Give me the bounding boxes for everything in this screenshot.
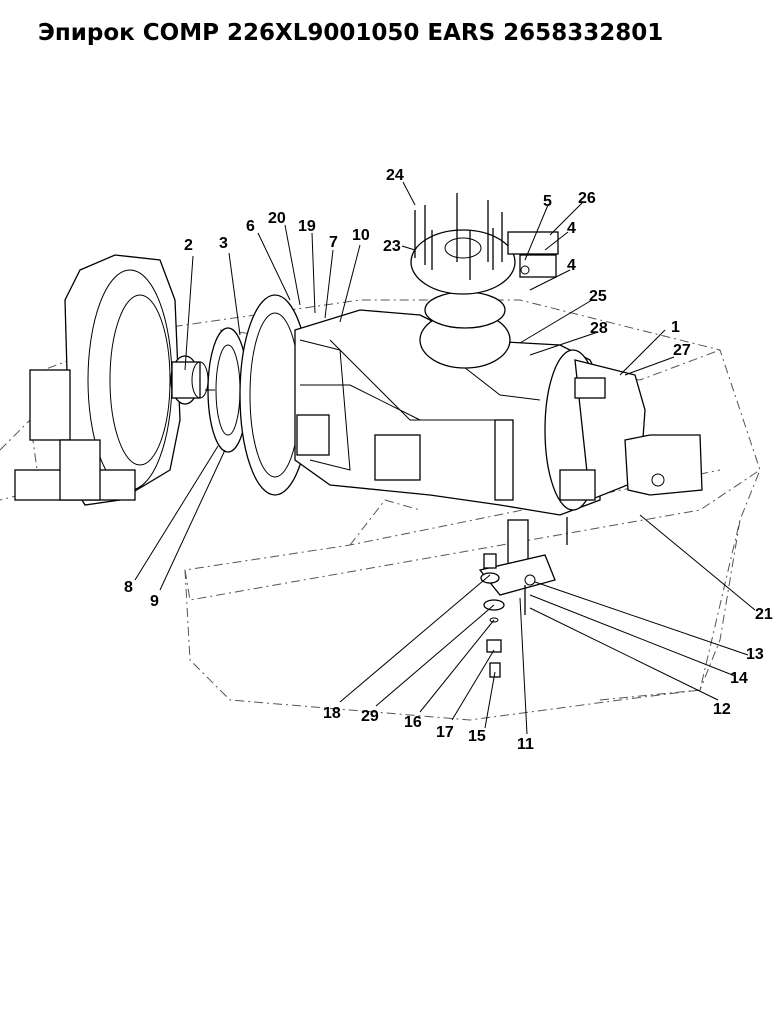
leader-lines (134, 181, 756, 735)
callout-6: 6 (246, 218, 255, 235)
outlet-flange (410, 193, 516, 369)
page-title: Эпирок COMP 226XL9001050 EARS 2658332801 (38, 20, 664, 46)
compressor-body (294, 309, 601, 576)
callout-15: 15 (468, 728, 486, 745)
callout-23: 23 (383, 238, 401, 255)
callout-16: 16 (404, 714, 422, 731)
callout-4a: 4 (567, 220, 576, 237)
callout-21: 21 (755, 606, 773, 623)
callout-3: 3 (219, 235, 228, 252)
callout-9: 9 (150, 593, 159, 610)
coupling-hub (170, 355, 209, 405)
callout-1: 1 (671, 319, 680, 336)
callout-24: 24 (386, 167, 404, 184)
callout-8: 8 (124, 579, 133, 596)
callout-11: 11 (517, 736, 534, 753)
callout-12: 12 (713, 701, 731, 718)
callout-7: 7 (329, 234, 338, 251)
callout-5: 5 (543, 193, 552, 210)
end-housing (544, 349, 703, 511)
callout-14: 14 (730, 670, 748, 687)
motor-flange (14, 254, 181, 506)
coupling-disc (205, 327, 249, 453)
callout-25: 25 (589, 288, 607, 305)
mounting-hardware (478, 517, 568, 678)
callout-20: 20 (268, 210, 286, 227)
valve-block (507, 231, 559, 278)
callout-13: 13 (746, 646, 764, 663)
callout-18: 18 (323, 705, 341, 722)
callout-4b: 4 (567, 257, 576, 274)
callout-10: 10 (352, 227, 370, 244)
callout-19: 19 (298, 218, 316, 235)
callout-26: 26 (578, 190, 596, 207)
callout-2: 2 (184, 237, 193, 254)
callout-17: 17 (436, 724, 454, 741)
callout-27: 27 (673, 342, 691, 359)
callout-labels: 24 23 5 26 4 4 25 28 1 27 2 3 6 20 19 7 … (124, 167, 773, 753)
callout-28: 28 (590, 320, 608, 337)
callout-29: 29 (361, 708, 379, 725)
